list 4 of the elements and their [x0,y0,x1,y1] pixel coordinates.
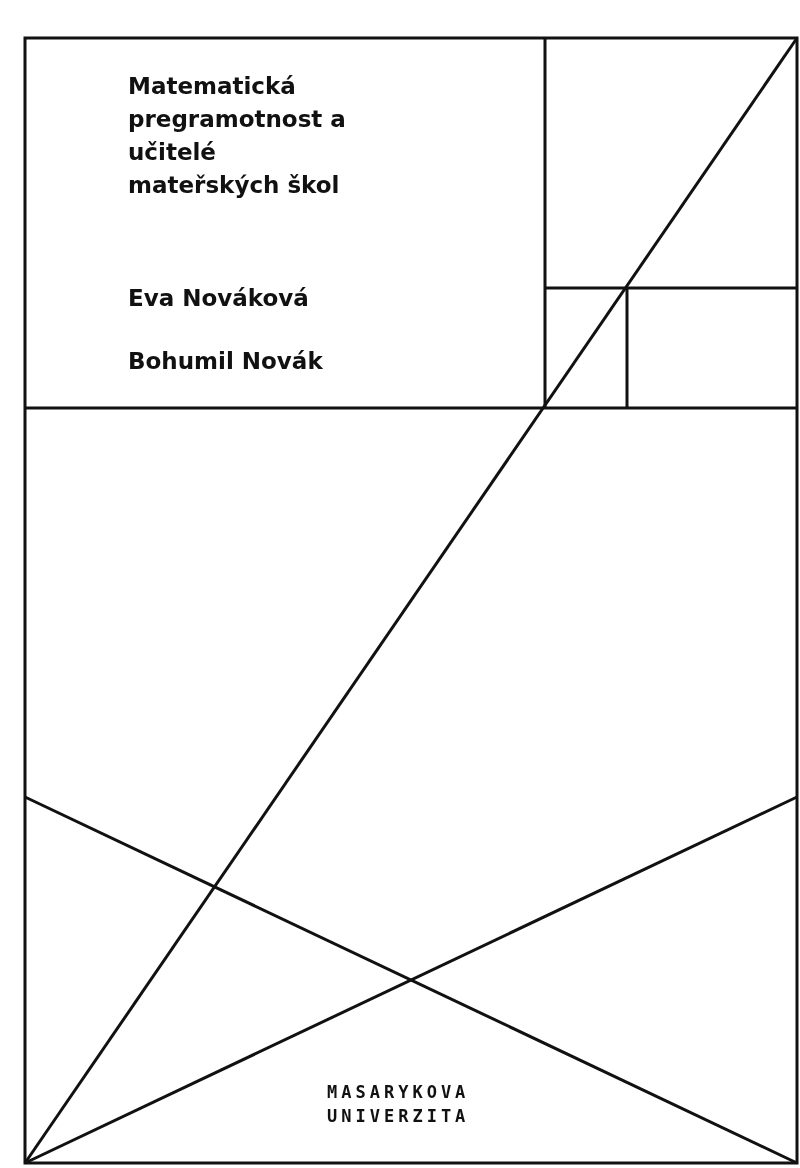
author-name: Eva Nováková [128,284,309,313]
author-name: Bohumil Novák [128,347,323,376]
book-title: Matematická pregramotnost a učitelé mateřských škol [128,72,347,200]
publisher-name: MASARYKOVA UNIVERZITA [327,1081,471,1128]
